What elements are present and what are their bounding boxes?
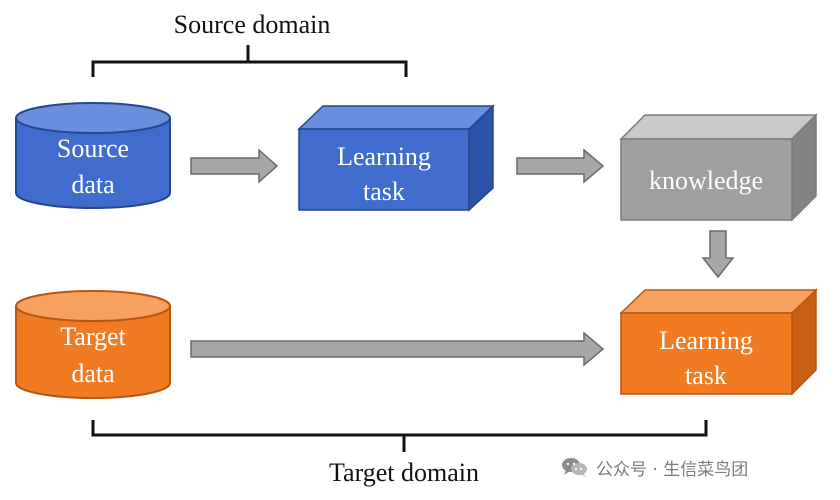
watermark-text: 公众号 · 生信菜鸟团: [596, 459, 749, 480]
target-domain-label: Target domain: [329, 458, 479, 487]
source-data-cylinder: Source data: [15, 102, 171, 209]
learning-task-top-box: Learning task: [297, 104, 495, 212]
source-domain-bracket: [91, 45, 408, 77]
knowledge-box: knowledge: [619, 113, 818, 222]
learning-task-bottom-label-line1: Learning: [659, 326, 753, 355]
arrow-task-to-knowledge: [516, 148, 605, 184]
target-data-label-line1: Target: [60, 322, 126, 351]
target-data-label-line2: data: [71, 359, 115, 388]
learning-task-bottom-box: Learning task: [619, 288, 818, 396]
arrow-target-to-task: [190, 331, 605, 367]
arrow-knowledge-to-task: [701, 230, 735, 279]
knowledge-label: knowledge: [649, 166, 763, 195]
source-domain-label: Source domain: [174, 10, 331, 39]
learning-task-top-label-line2: task: [363, 177, 405, 206]
source-data-label-line1: Source: [57, 134, 129, 163]
learning-task-top-label-line1: Learning: [337, 142, 431, 171]
arrow-source-to-task: [190, 148, 279, 184]
source-data-label-line2: data: [71, 170, 115, 199]
target-data-cylinder: Target data: [15, 290, 171, 399]
target-domain-bracket: [91, 420, 708, 452]
wechat-chat-icon: [560, 455, 590, 479]
watermark: 公众号 · 生信菜鸟团: [560, 452, 820, 482]
learning-task-bottom-label-line2: task: [685, 361, 727, 390]
